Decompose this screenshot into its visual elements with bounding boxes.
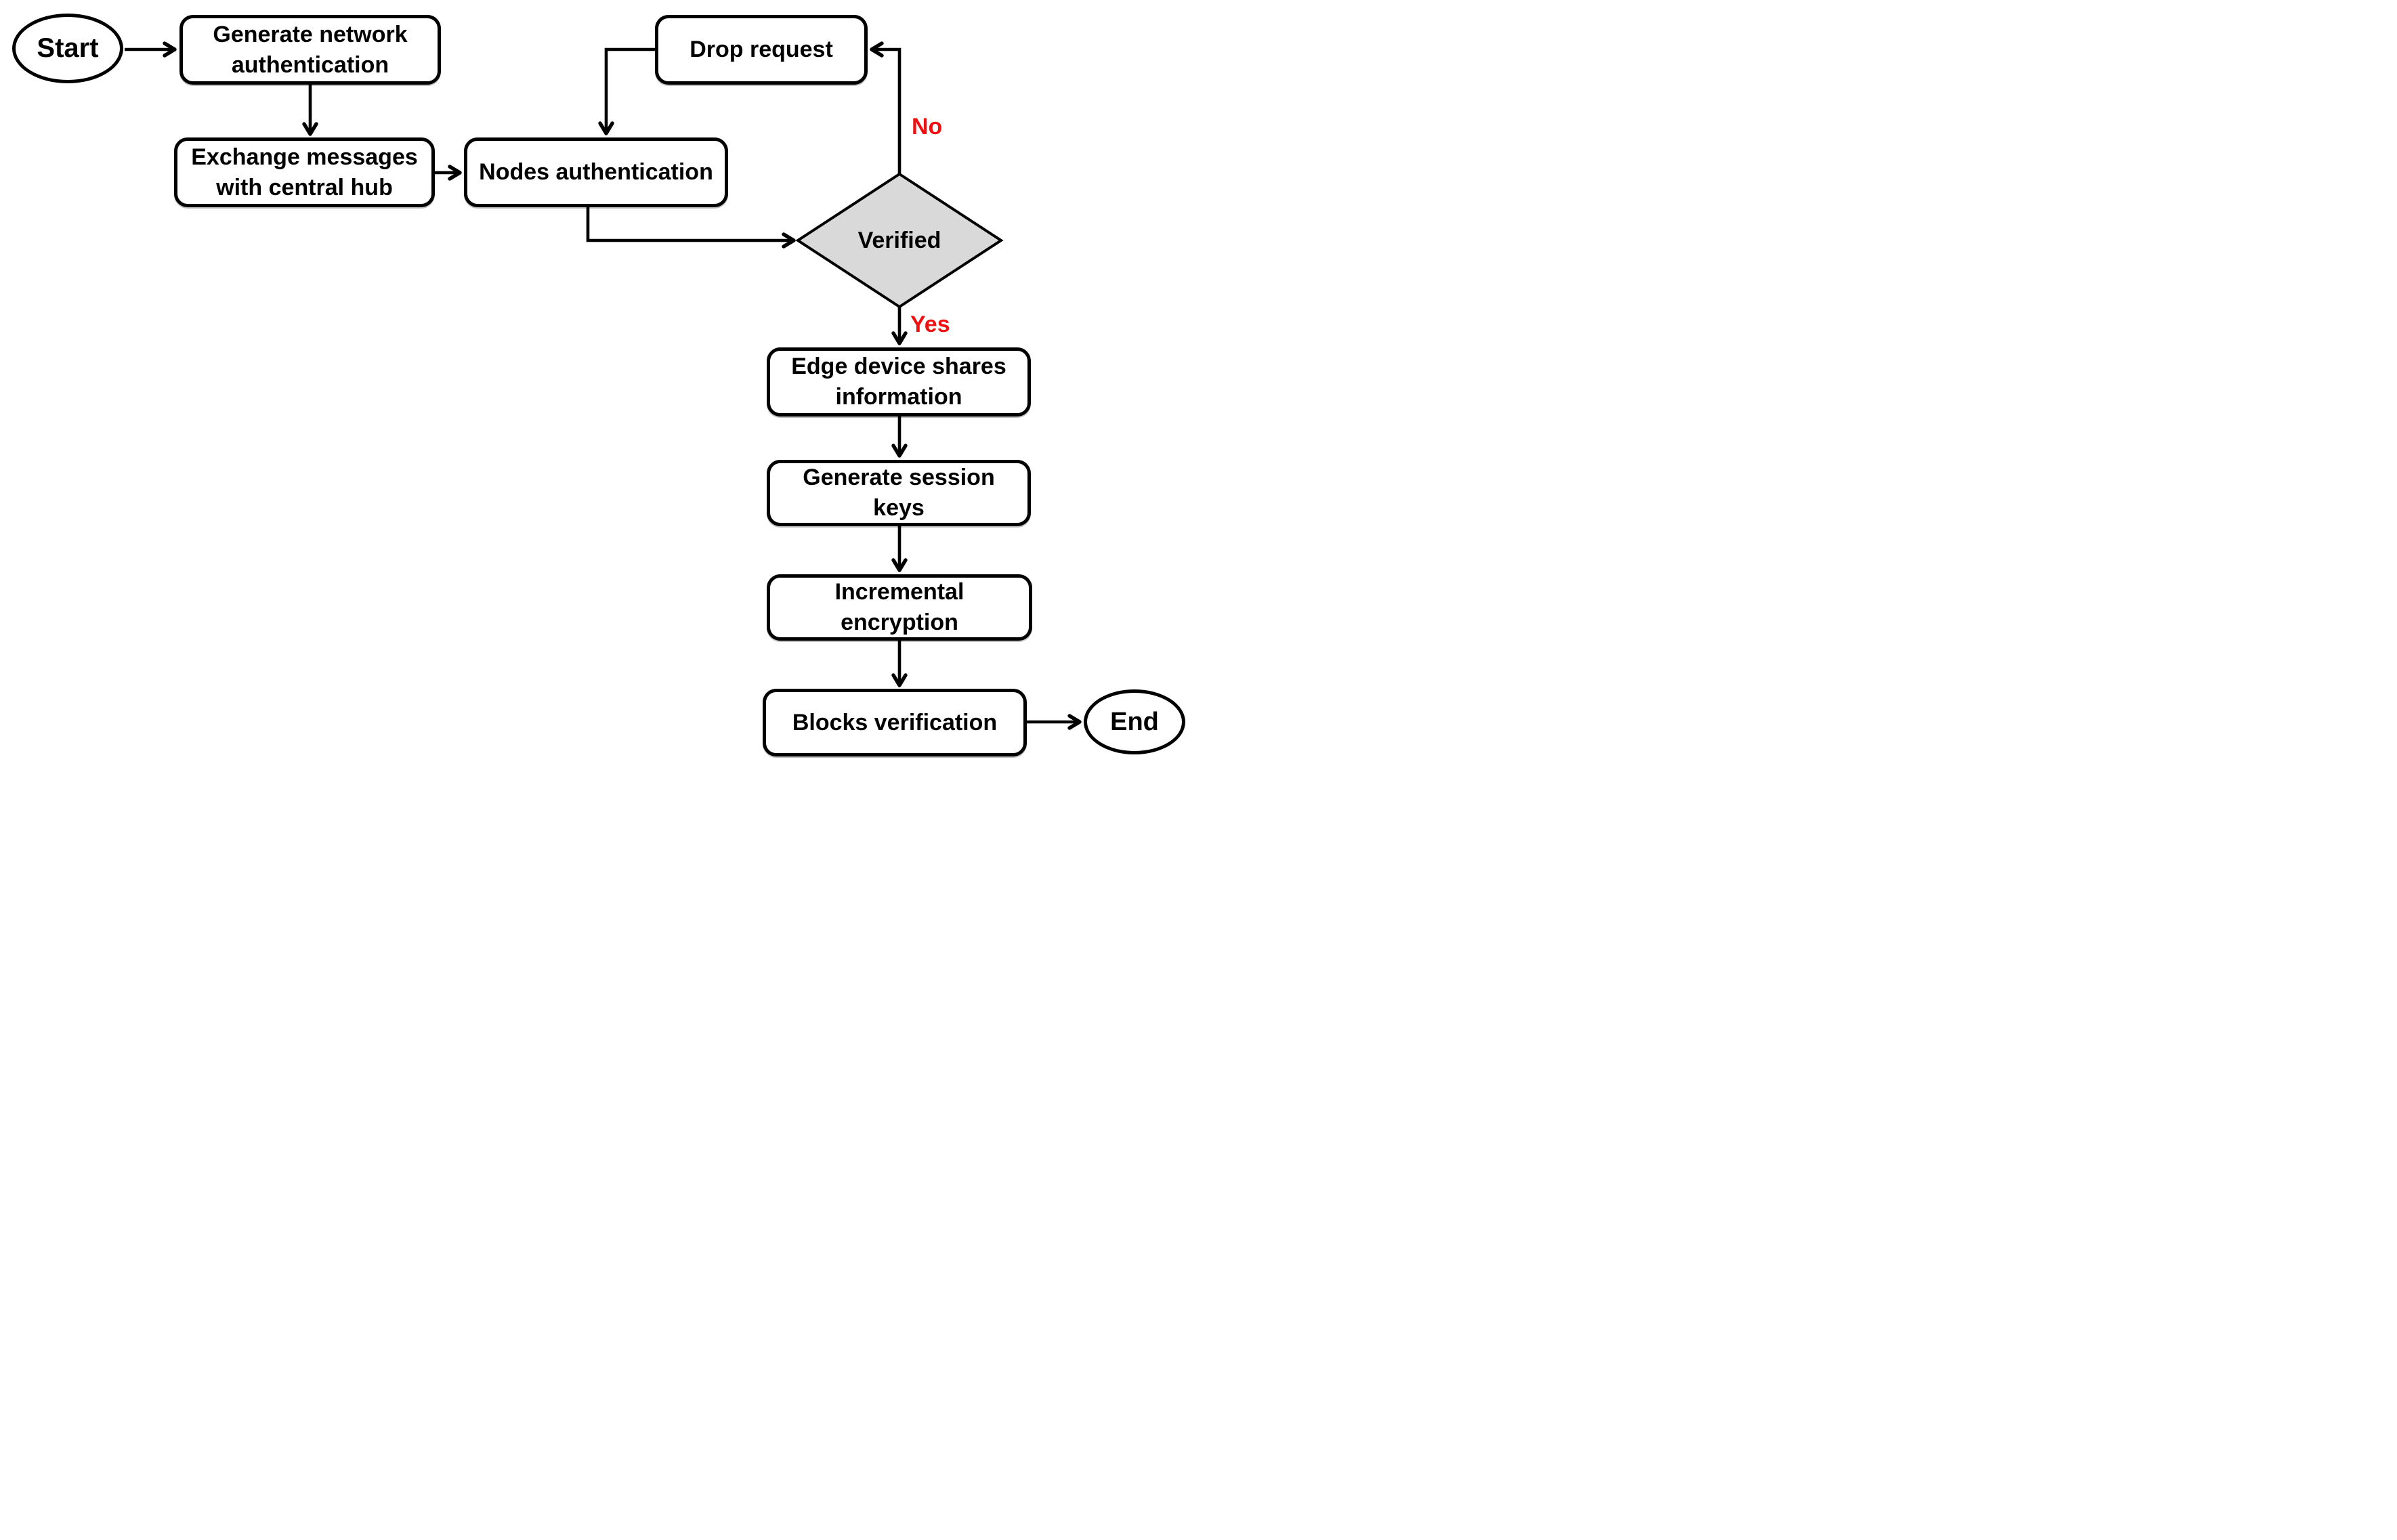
generate-network-authentication-box: Generate network authentication bbox=[179, 15, 441, 85]
connector-nodes-to-verified bbox=[586, 207, 796, 249]
verified-decision-label: Verified bbox=[857, 227, 941, 253]
branch-label-yes: Yes bbox=[910, 312, 950, 337]
incremental-encryption-box: Incremental encryption bbox=[767, 574, 1032, 641]
nodes-authentication-box: Nodes authentication bbox=[464, 137, 728, 207]
edge-device-shares-box: Edge device shares information bbox=[767, 347, 1031, 416]
flowchart-canvas: Start Generate network authentication Ex… bbox=[0, 0, 1199, 770]
connector-verified-no-to-drop bbox=[870, 41, 901, 175]
blocks-verification-box: Blocks verification bbox=[763, 689, 1027, 756]
connector-layer bbox=[125, 41, 1082, 730]
drop-request-box: Drop request bbox=[655, 15, 868, 85]
end-terminator: End bbox=[1084, 689, 1185, 754]
start-terminator: Start bbox=[12, 14, 123, 83]
exchange-messages-box: Exchange messages with central hub bbox=[174, 137, 435, 207]
verified-decision-diamond bbox=[795, 172, 1004, 309]
connector-drop-to-nodes bbox=[598, 47, 655, 135]
generate-session-keys-box: Generate session keys bbox=[767, 460, 1031, 526]
branch-label-no: No bbox=[912, 114, 943, 140]
